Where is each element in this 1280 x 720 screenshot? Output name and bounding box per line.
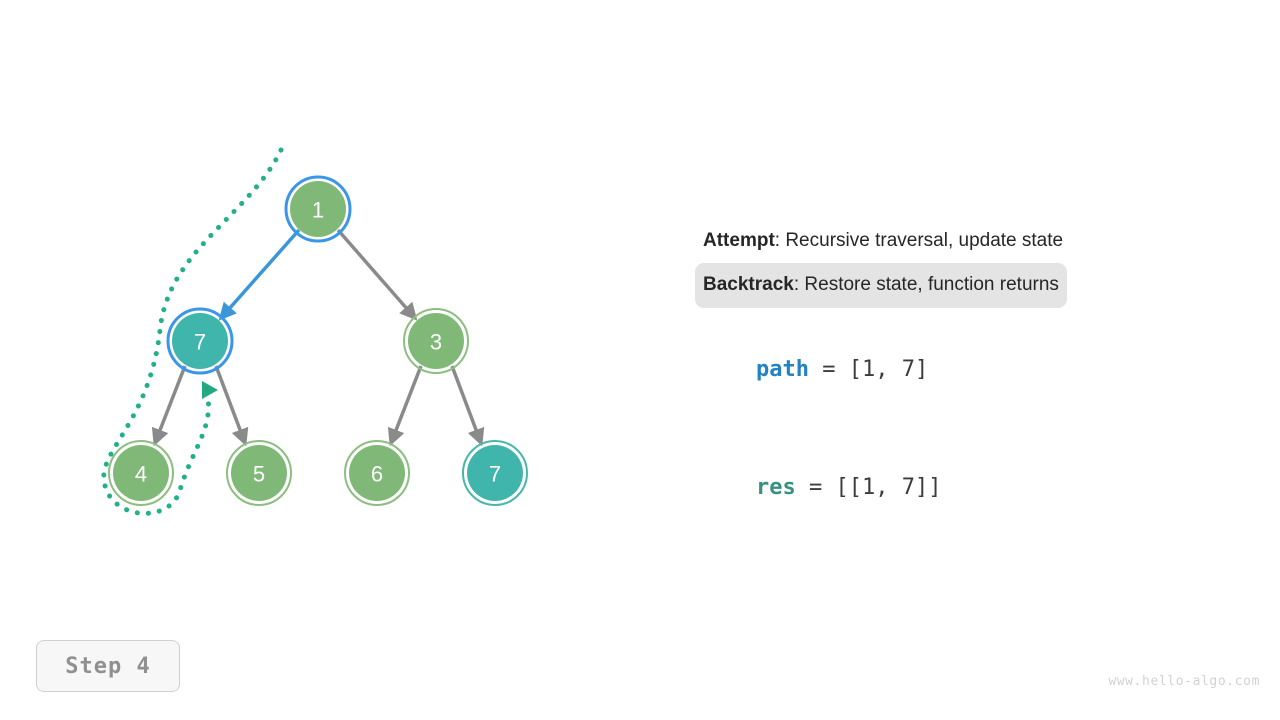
node-value-label: 4 — [135, 462, 147, 487]
path-equals: = — [808, 357, 849, 382]
node-value-label: 7 — [194, 330, 206, 355]
node-ring — [108, 440, 174, 506]
tree-node-4-n4: 4 — [108, 440, 174, 506]
path-variable-name: path — [755, 357, 809, 382]
watermark: www.hello-algo.com — [1108, 674, 1260, 689]
node-ring — [462, 440, 528, 506]
tree-edges — [151, 228, 485, 447]
tree-node-1-n1: 1 — [284, 175, 352, 243]
res-value: [[1, 7]] — [835, 475, 942, 500]
edge-3-6 — [387, 365, 423, 447]
info-panel: Attempt: Recursive traversal, update sta… — [695, 226, 1223, 500]
node-body — [290, 181, 346, 237]
node-value-label: 5 — [253, 462, 265, 487]
node-body — [408, 313, 464, 369]
node-ring — [344, 440, 410, 506]
res-variable-name: res — [755, 475, 796, 500]
tree-nodes: 1 7 3 4 5 6 7 — [108, 175, 528, 506]
node-body — [467, 445, 523, 501]
path-value: [1, 7] — [848, 357, 929, 382]
tree-diagram: 1 7 3 4 5 6 7 — [101, 147, 528, 516]
node-value-label: 7 — [489, 462, 501, 487]
node-body — [113, 445, 169, 501]
tree-node-3-n3: 3 — [403, 308, 469, 374]
edge-7-5 — [214, 365, 249, 447]
node-ring — [284, 175, 352, 243]
tree-svg: 1 7 3 4 5 6 7 — [101, 147, 528, 516]
tree-node-7-n7a: 7 — [166, 307, 234, 375]
tree-node-7-n7b: 7 — [462, 440, 528, 506]
tree-node-5-n5: 5 — [226, 440, 292, 506]
edge-1-7 — [218, 228, 301, 321]
path-state-line: path = [1, 7] — [703, 332, 928, 407]
backtrack-path — [101, 147, 284, 516]
node-ring — [166, 307, 234, 375]
res-equals: = — [795, 475, 836, 500]
tree-node-6-n6: 6 — [344, 440, 410, 506]
backtrack-description: Backtrack: Restore state, function retur… — [695, 263, 1067, 308]
node-body — [349, 445, 405, 501]
res-state-line: res = [[1, 7]] — [703, 450, 941, 525]
edge-7-4 — [151, 365, 187, 447]
node-body — [231, 445, 287, 501]
attempt-text: : Recursive traversal, update state — [774, 230, 1064, 251]
step-badge: Step 4 — [36, 640, 180, 692]
node-ring — [403, 308, 469, 374]
attempt-label: Attempt — [703, 230, 775, 251]
edge-3-7 — [450, 365, 485, 447]
node-body — [172, 313, 228, 369]
node-value-label: 6 — [371, 462, 383, 487]
step-badge-label: Step 4 — [65, 653, 151, 679]
node-ring — [226, 440, 292, 506]
edge-1-3 — [336, 228, 418, 321]
backtrack-label: Backtrack — [703, 274, 794, 295]
watermark-text: www.hello-algo.com — [1108, 674, 1260, 689]
attempt-description: Attempt: Recursive traversal, update sta… — [703, 226, 1223, 256]
backtrack-text: : Restore state, function returns — [793, 274, 1059, 295]
node-value-label: 3 — [430, 330, 442, 355]
node-value-label: 1 — [312, 198, 324, 223]
traversal-marker-icon — [202, 381, 218, 399]
